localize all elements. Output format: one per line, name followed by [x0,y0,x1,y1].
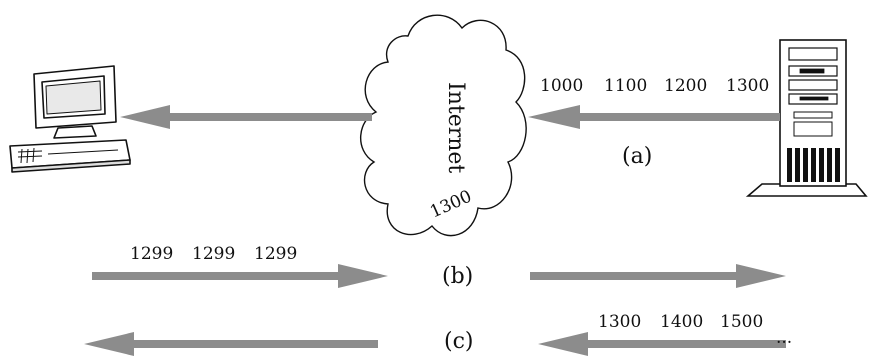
ack-0: 1299 [130,244,174,264]
internet-label: Internet [443,82,468,174]
arrow-server-to-cloud [528,105,780,129]
row-b-label: (b) [442,264,474,289]
row-a-label: (a) [622,144,653,169]
server-packet-0: 1000 [540,76,584,96]
internet-cloud-icon [359,14,527,237]
server-packet-1: 1100 [604,76,648,96]
retransmit-packet-2: 1500 [720,312,764,332]
arrow-c-right [538,332,786,356]
arrow-b-left [92,264,388,288]
row-c-label: (c) [444,329,474,354]
retransmit-packet-0: 1300 [598,312,642,332]
server-packet-3: 1300 [726,76,770,96]
arrow-cloud-to-client [120,105,372,129]
arrow-b-right [530,264,786,288]
server-packet-2: 1200 [664,76,708,96]
arrows [84,105,786,356]
arrow-c-left [84,332,378,356]
ack-1: 1299 [192,244,236,264]
more-packets-ellipsis: ... [776,328,793,348]
server-tower-icon [745,39,868,197]
ack-2: 1299 [254,244,298,264]
desktop-computer-icon [9,65,131,173]
retransmit-packet-1: 1400 [660,312,704,332]
